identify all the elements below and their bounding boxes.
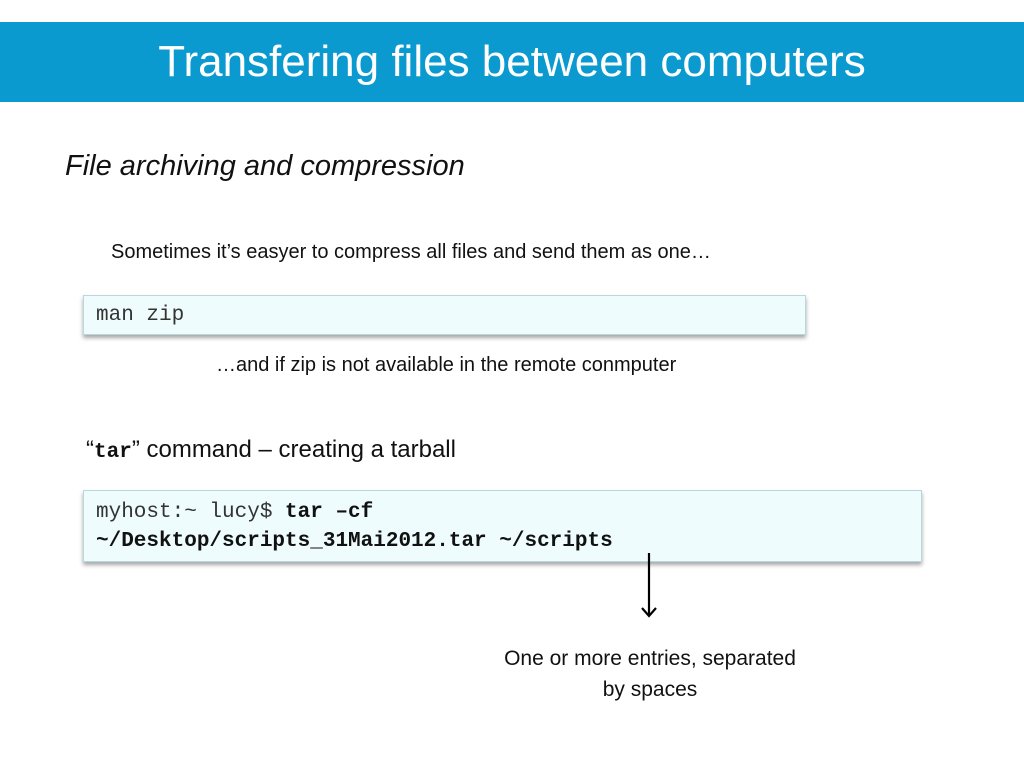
- shell-prompt: myhost:~ lucy$: [96, 501, 286, 524]
- arrow-down-icon: [641, 553, 657, 618]
- annotation-note: One or more entries, separated by spaces: [440, 643, 860, 705]
- annotation-line-2: by spaces: [602, 678, 698, 701]
- title-bar: Transfering files between computers: [0, 22, 1024, 102]
- tar-heading-rest: ” command – creating a tarball: [131, 436, 456, 463]
- code-block-tar: myhost:~ lucy$ tar –cf ~/Desktop/scripts…: [83, 490, 922, 562]
- tar-command-word: tar: [94, 441, 132, 464]
- tar-heading: “tar” command – creating a tarball: [86, 436, 456, 464]
- intro-text: Sometimes it’s easyer to compress all fi…: [111, 241, 711, 263]
- tar-heading-open-quote: “: [86, 436, 94, 463]
- tar-arguments: ~/Desktop/scripts_31Mai2012.tar ~/script…: [96, 530, 613, 553]
- code-block-man-zip: man zip: [83, 295, 806, 335]
- code-line-1: myhost:~ lucy$ tar –cf: [96, 498, 909, 527]
- tar-command: tar –cf: [285, 501, 374, 524]
- annotation-line-1: One or more entries, separated: [504, 647, 796, 670]
- slide-title: Transfering files between computers: [158, 37, 866, 86]
- followup-text: …and if zip is not available in the remo…: [216, 354, 677, 376]
- code-text: man zip: [96, 304, 185, 327]
- section-heading: File archiving and compression: [65, 150, 465, 182]
